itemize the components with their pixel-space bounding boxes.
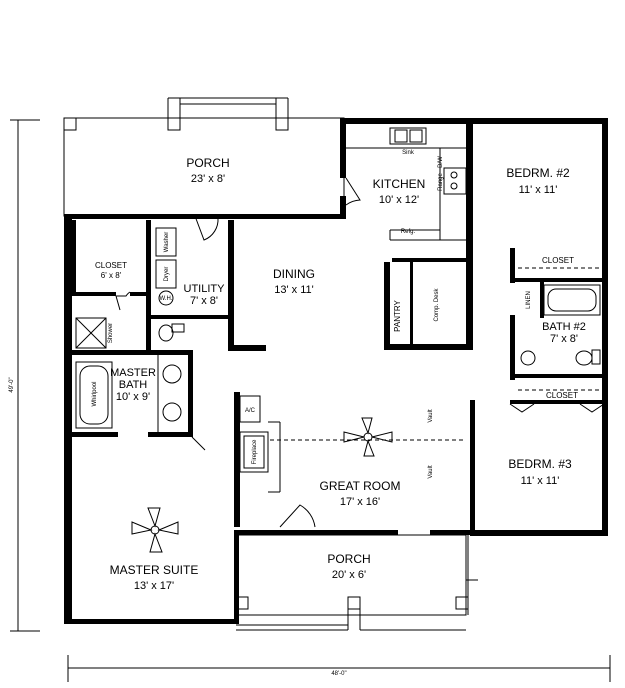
- kitchen-name: KITCHEN: [373, 177, 426, 191]
- great-room-dim: 17' x 16': [340, 496, 380, 508]
- utility-name: UTILITY: [184, 283, 226, 295]
- sink-label: Sink: [402, 150, 415, 156]
- pantry-label: PANTRY: [393, 299, 402, 331]
- depth-dimension: 49'-0": [9, 119, 40, 632]
- overall-depth-label: 49'-0": [9, 377, 15, 392]
- closet-left-name: CLOSET: [95, 261, 127, 270]
- fireplace-label: Fireplace: [252, 439, 258, 464]
- bath2-dim: 7' x 8': [550, 333, 578, 345]
- refg-label: Refg.: [401, 229, 416, 235]
- doors: [115, 177, 361, 528]
- ceiling-fan-great-room: [343, 417, 393, 457]
- room-labels: PORCH 23' x 8' KITCHEN 10' x 12' BEDRM. …: [95, 156, 586, 592]
- porch-bottom-name: PORCH: [327, 552, 370, 566]
- wh-label: W.H.: [160, 296, 173, 302]
- bedroom3-name: BEDRM. #3: [508, 457, 572, 471]
- bottom-porch: [235, 534, 478, 631]
- dining-dim: 13' x 11': [274, 284, 313, 296]
- bath2-name: BATH #2: [542, 321, 586, 333]
- overall-width-label: 48'-0": [331, 671, 346, 677]
- closet-rods: [509, 267, 605, 413]
- linen-label: LINEN: [526, 291, 532, 309]
- master-suite-name: MASTER SUITE: [110, 563, 199, 577]
- fixture-labels: CLOSET CLOSET PANTRY Comp. Desk Sink D/W…: [92, 150, 578, 479]
- washer-label: Washer: [164, 232, 170, 252]
- closet-left-dim: 6' x 8': [101, 271, 122, 280]
- porch-top-dim: 23' x 8': [191, 173, 225, 185]
- comp-desk-label: Comp. Desk: [434, 287, 440, 321]
- shower-label: Shower: [108, 323, 114, 343]
- bedroom2-name: BEDRM. #2: [506, 166, 570, 180]
- top-porch-posts: [63, 97, 289, 131]
- master-suite-dim: 13' x 17': [134, 580, 174, 592]
- utility-fixtures: [155, 227, 177, 306]
- bath-fixtures: [75, 284, 601, 432]
- bedroom2-dim: 11' x 11': [519, 184, 558, 196]
- dryer-label: Dryer: [164, 267, 170, 282]
- kitchen-dim: 10' x 12': [379, 194, 419, 206]
- closet-bed3-label: CLOSET: [546, 391, 578, 400]
- width-dimension: 48'-0": [67, 655, 611, 682]
- master-bath-name2: BATH: [119, 379, 148, 391]
- master-bath-name: MASTER: [110, 367, 156, 379]
- ceiling-fan-master: [131, 507, 179, 553]
- ac-label: A/C: [245, 408, 256, 414]
- vault-label-1: Vault: [428, 409, 434, 423]
- utility-dim: 7' x 8': [190, 295, 218, 307]
- closet-bed2-label: CLOSET: [542, 256, 574, 265]
- whirlpool-label: Whirlpool: [92, 381, 98, 406]
- range-label: Range: [438, 173, 444, 191]
- vault-label-2: Vault: [428, 465, 434, 479]
- master-bath-dim: 10' x 9': [116, 391, 150, 403]
- kitchen-fixtures: [346, 127, 467, 241]
- porch-bottom-dim: 20' x 6': [332, 569, 366, 581]
- bedroom3-dim: 11' x 11': [521, 475, 560, 487]
- interior-walls: [72, 118, 608, 536]
- dw-label: D/W: [438, 156, 444, 168]
- dining-name: DINING: [273, 267, 315, 281]
- porch-top-name: PORCH: [186, 156, 229, 170]
- great-room-name: GREAT ROOM: [320, 479, 401, 493]
